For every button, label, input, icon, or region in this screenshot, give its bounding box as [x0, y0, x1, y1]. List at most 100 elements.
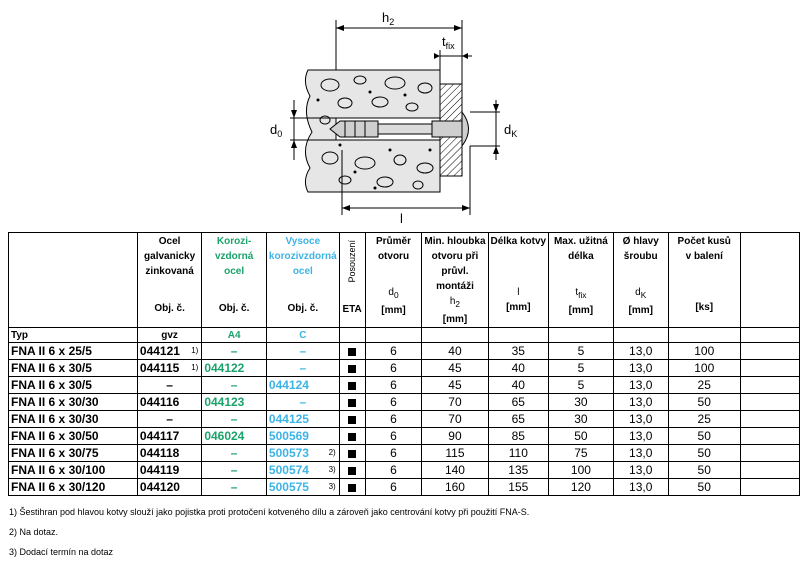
product-table: Ocel galvanicky zinkovaná Obj. č. Korozi… [8, 232, 800, 496]
cell-qty: 50 [667, 444, 741, 462]
cell-empty [739, 444, 800, 462]
eta-marker [348, 347, 357, 356]
cell-qty: 25 [667, 376, 741, 394]
cell-tfix: 30 [548, 393, 614, 411]
cell-dk: 13,0 [612, 478, 669, 496]
cell-c: 044124 [265, 376, 340, 394]
cell-d0: 6 [364, 342, 423, 360]
cell-dk: 13,0 [612, 444, 669, 462]
cell-qty: 50 [667, 393, 741, 411]
cell-type: FNA II 6 x 30/30 [8, 410, 138, 428]
cell-tfix: 100 [548, 461, 614, 479]
cell-empty [739, 427, 800, 445]
cell-dk: 13,0 [612, 410, 669, 428]
cell-gvz: 044119 [136, 461, 203, 479]
cell-gvz: – [136, 376, 203, 394]
dim-label-h2: h2 [382, 10, 394, 27]
cell-d0: 6 [364, 478, 423, 496]
cell-type: FNA II 6 x 30/50 [8, 427, 138, 445]
cell-l: 110 [487, 444, 550, 462]
cell-c: – [265, 342, 340, 360]
anchor-body [329, 110, 469, 148]
header-depth: Min. hloubka otvoru při průvl. montáži h… [421, 232, 489, 328]
cell-tfix: 75 [548, 444, 614, 462]
cell-empty [739, 359, 800, 377]
cell-a4: – [201, 461, 267, 479]
cell-empty [739, 342, 800, 360]
cell-gvz: 044118 [136, 444, 203, 462]
header-steel-c: Vysoce korozivzdorná ocel Obj. č. [265, 232, 340, 328]
cell-empty [739, 376, 800, 394]
cell-d0: 6 [364, 427, 423, 445]
code-a4: A4 [201, 327, 267, 343]
cell-dk: 13,0 [612, 393, 669, 411]
cell-eta [338, 359, 366, 377]
cell-tfix: 50 [548, 427, 614, 445]
eta-marker [348, 364, 357, 373]
cell-gvz: 044117 [136, 427, 203, 445]
cell-type: FNA II 6 x 30/5 [8, 359, 138, 377]
header-type [8, 232, 138, 328]
cell-c: 500569 [265, 427, 340, 445]
cell-type: FNA II 6 x 30/100 [8, 461, 138, 479]
eta-marker [348, 381, 357, 390]
anchor-drawing: h2 tfix d0 dK l [270, 10, 517, 226]
cell-h2: 70 [421, 410, 489, 428]
header-steel-a4: Korozi- vzdorná ocel Obj. č. [201, 232, 267, 328]
cell-type: FNA II 6 x 30/75 [8, 444, 138, 462]
cell-d0: 6 [364, 376, 423, 394]
cell-d0: 6 [364, 444, 423, 462]
cell-tfix: 5 [548, 342, 614, 360]
cell-dk: 13,0 [612, 461, 669, 479]
cell-a4: – [201, 410, 267, 428]
cell-eta [338, 444, 366, 462]
cell-l: 85 [487, 427, 550, 445]
cell-qty: 25 [667, 410, 741, 428]
dim-label-dk: dK [504, 122, 517, 139]
cell-type: FNA II 6 x 30/120 [8, 478, 138, 496]
cell-eta [338, 376, 366, 394]
cell-eta [338, 461, 366, 479]
cell-d0: 6 [364, 359, 423, 377]
cell-d0: 6 [364, 461, 423, 479]
cell-a4: – [201, 376, 267, 394]
cell-eta [338, 342, 366, 360]
cell-a4: 044122 [201, 359, 267, 377]
footnote-3: 3) Dodací termín na dotaz [9, 547, 114, 557]
cell-h2: 45 [421, 376, 489, 394]
cell-l: 40 [487, 359, 550, 377]
dim-label-tfix: tfix [442, 34, 455, 51]
eta-marker [348, 466, 357, 475]
code-gvz: gvz [136, 327, 203, 343]
cell-c: – [265, 393, 340, 411]
cell-dk: 13,0 [612, 376, 669, 394]
cell-d0: 6 [364, 393, 423, 411]
cell-qty: 50 [667, 461, 741, 479]
cell-h2: 45 [421, 359, 489, 377]
header-steel-galv: Ocel galvanicky zinkovaná Obj. č. [136, 232, 203, 328]
cell-empty [739, 461, 800, 479]
cell-type: FNA II 6 x 25/5 [8, 342, 138, 360]
cell-eta [338, 410, 366, 428]
cell-l: 155 [487, 478, 550, 496]
header-usable: Max. užitná délka tfix [mm] [548, 232, 614, 328]
cell-dk: 13,0 [612, 342, 669, 360]
cell-gvz: 044116 [136, 393, 203, 411]
cell-l: 135 [487, 461, 550, 479]
cell-gvz: 044120 [136, 478, 203, 496]
dim-label-l: l [400, 211, 403, 226]
cell-a4: – [201, 478, 267, 496]
header-empty [739, 232, 800, 328]
cell-eta [338, 427, 366, 445]
cell-h2: 160 [421, 478, 489, 496]
cell-a4: – [201, 342, 267, 360]
